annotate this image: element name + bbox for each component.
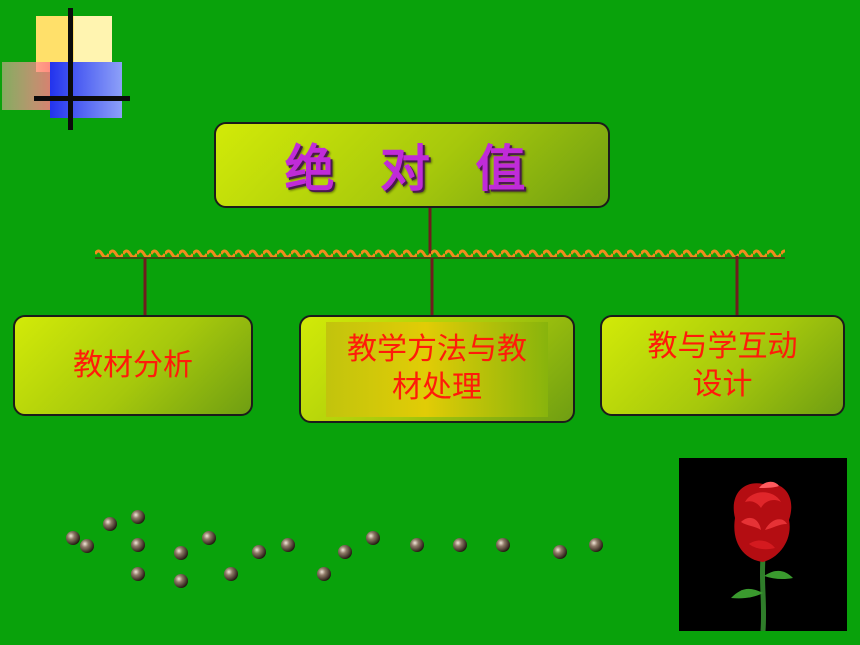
title-box[interactable]: 绝 对 值 — [214, 122, 610, 208]
branch-box-interaction-design[interactable]: 教与学互动 设计 — [600, 315, 845, 416]
branch-label: 教与学互动 设计 — [647, 328, 798, 402]
page-title: 绝 对 值 — [284, 139, 540, 198]
branch-box-teaching-material-analysis[interactable]: 教材分析 — [13, 315, 253, 416]
rose-image-panel — [679, 458, 847, 632]
branch-label: 教材分析 — [73, 347, 193, 383]
branch-label: 教学方法与教 材处理 — [347, 332, 527, 405]
color-squares-logo-icon — [2, 8, 130, 130]
branch-box-teaching-methods[interactable]: 教学方法与教 材处理 — [299, 315, 575, 423]
branch-inner-panel: 教学方法与教 材处理 — [326, 321, 548, 417]
red-rose-icon — [731, 481, 793, 632]
